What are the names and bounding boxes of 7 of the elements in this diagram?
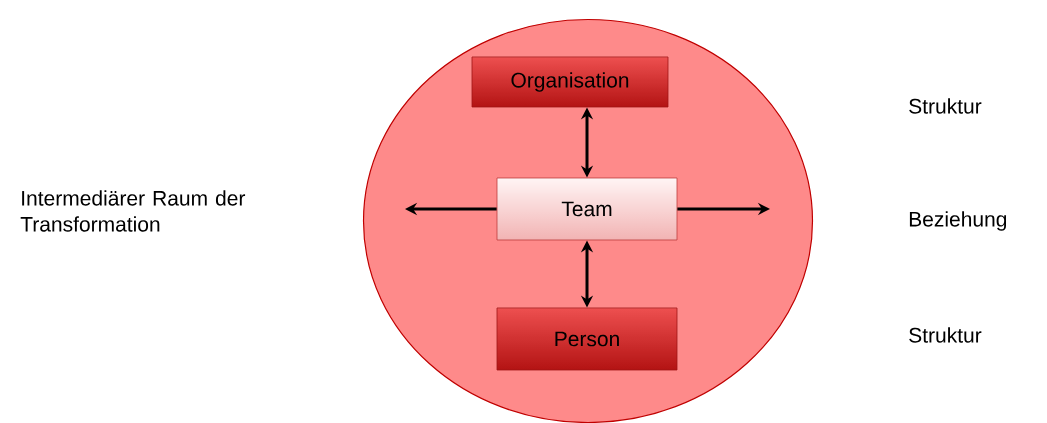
side-label: Struktur [909,327,982,343]
process-box: Person [496,307,678,371]
side-label: Intermediärer Raum der Transformation [20,190,246,232]
side-label: Beziehung [909,211,1007,231]
process-box: Organisation [471,56,669,108]
side-label: Struktur [909,98,982,114]
process-box: Team [496,177,678,241]
